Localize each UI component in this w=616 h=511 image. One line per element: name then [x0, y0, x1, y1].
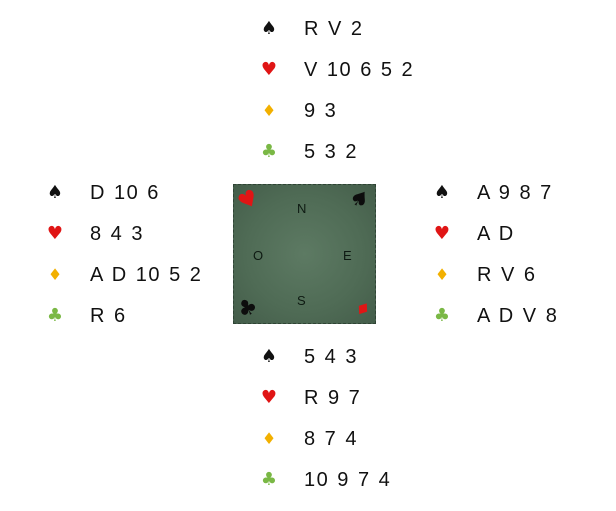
- north-diamonds-row: ♦ 9 3: [260, 93, 480, 134]
- spade-icon: ♠: [344, 183, 375, 216]
- heart-icon: ♥: [260, 387, 278, 408]
- club-icon: ♣: [260, 141, 278, 162]
- east-hearts-cards: A D: [477, 223, 515, 245]
- north-clubs-cards: 5 3 2: [304, 141, 358, 163]
- south-hearts-row: ♥ R 9 7: [260, 380, 480, 421]
- west-diamonds-row: ♦ A D 10 5 2: [46, 257, 266, 298]
- heart-icon: ♥: [233, 184, 264, 217]
- heart-icon: ♥: [260, 59, 278, 80]
- south-clubs-row: ♣ 10 9 7 4: [260, 462, 480, 503]
- spade-icon: ♠: [46, 182, 64, 203]
- south-hearts-cards: R 9 7: [304, 387, 362, 409]
- spade-icon: ♠: [433, 182, 451, 203]
- hand-west: ♠ D 10 6 ♥ 8 4 3 ♦ A D 10 5 2 ♣ R 6: [46, 175, 266, 339]
- west-diamonds-cards: A D 10 5 2: [90, 264, 203, 286]
- hand-north: ♠ R V 2 ♥ V 10 6 5 2 ♦ 9 3 ♣ 5 3 2: [260, 11, 480, 175]
- north-clubs-row: ♣ 5 3 2: [260, 134, 480, 175]
- hand-south: ♠ 5 4 3 ♥ R 9 7 ♦ 8 7 4 ♣ 10 9 7 4: [260, 339, 480, 503]
- east-clubs-row: ♣ A D V 8: [433, 298, 616, 339]
- north-diamonds-cards: 9 3: [304, 100, 338, 122]
- west-clubs-cards: R 6: [90, 305, 127, 327]
- south-clubs-cards: 10 9 7 4: [304, 469, 392, 491]
- diamond-icon: ♦: [434, 265, 450, 284]
- hand-east: ♠ A 9 8 7 ♥ A D ♦ R V 6 ♣ A D V 8: [433, 175, 616, 339]
- direction-west-label: O: [253, 248, 264, 263]
- south-diamonds-row: ♦ 8 7 4: [260, 421, 480, 462]
- club-icon: ♣: [260, 469, 278, 490]
- direction-east-label: E: [343, 248, 352, 263]
- diamond-icon: ♦: [349, 296, 375, 323]
- east-diamonds-cards: R V 6: [477, 264, 537, 286]
- east-spades-row: ♠ A 9 8 7: [433, 175, 616, 216]
- spade-icon: ♠: [260, 18, 278, 39]
- south-spades-row: ♠ 5 4 3: [260, 339, 480, 380]
- card-table: ♥ ♠ ♣ ♦ N O E S: [233, 184, 376, 324]
- club-icon: ♣: [46, 305, 64, 326]
- club-icon: ♣: [433, 305, 451, 326]
- diamond-icon: ♦: [47, 265, 63, 284]
- east-spades-cards: A 9 8 7: [477, 182, 553, 204]
- heart-icon: ♥: [433, 223, 451, 244]
- west-clubs-row: ♣ R 6: [46, 298, 266, 339]
- east-hearts-row: ♥ A D: [433, 216, 616, 257]
- west-spades-row: ♠ D 10 6: [46, 175, 266, 216]
- east-clubs-cards: A D V 8: [477, 305, 559, 327]
- south-diamonds-cards: 8 7 4: [304, 428, 358, 450]
- spade-icon: ♠: [260, 346, 278, 367]
- north-hearts-cards: V 10 6 5 2: [304, 59, 415, 81]
- direction-north-label: N: [297, 201, 307, 216]
- west-hearts-row: ♥ 8 4 3: [46, 216, 266, 257]
- north-hearts-row: ♥ V 10 6 5 2: [260, 52, 480, 93]
- heart-icon: ♥: [46, 223, 64, 244]
- north-spades-row: ♠ R V 2: [260, 11, 480, 52]
- diamond-icon: ♦: [261, 429, 277, 448]
- direction-south-label: S: [297, 293, 306, 308]
- north-spades-cards: R V 2: [304, 18, 364, 40]
- diamond-icon: ♦: [261, 101, 277, 120]
- club-icon: ♣: [232, 292, 263, 325]
- east-diamonds-row: ♦ R V 6: [433, 257, 616, 298]
- west-spades-cards: D 10 6: [90, 182, 160, 204]
- south-spades-cards: 5 4 3: [304, 346, 358, 368]
- west-hearts-cards: 8 4 3: [90, 223, 144, 245]
